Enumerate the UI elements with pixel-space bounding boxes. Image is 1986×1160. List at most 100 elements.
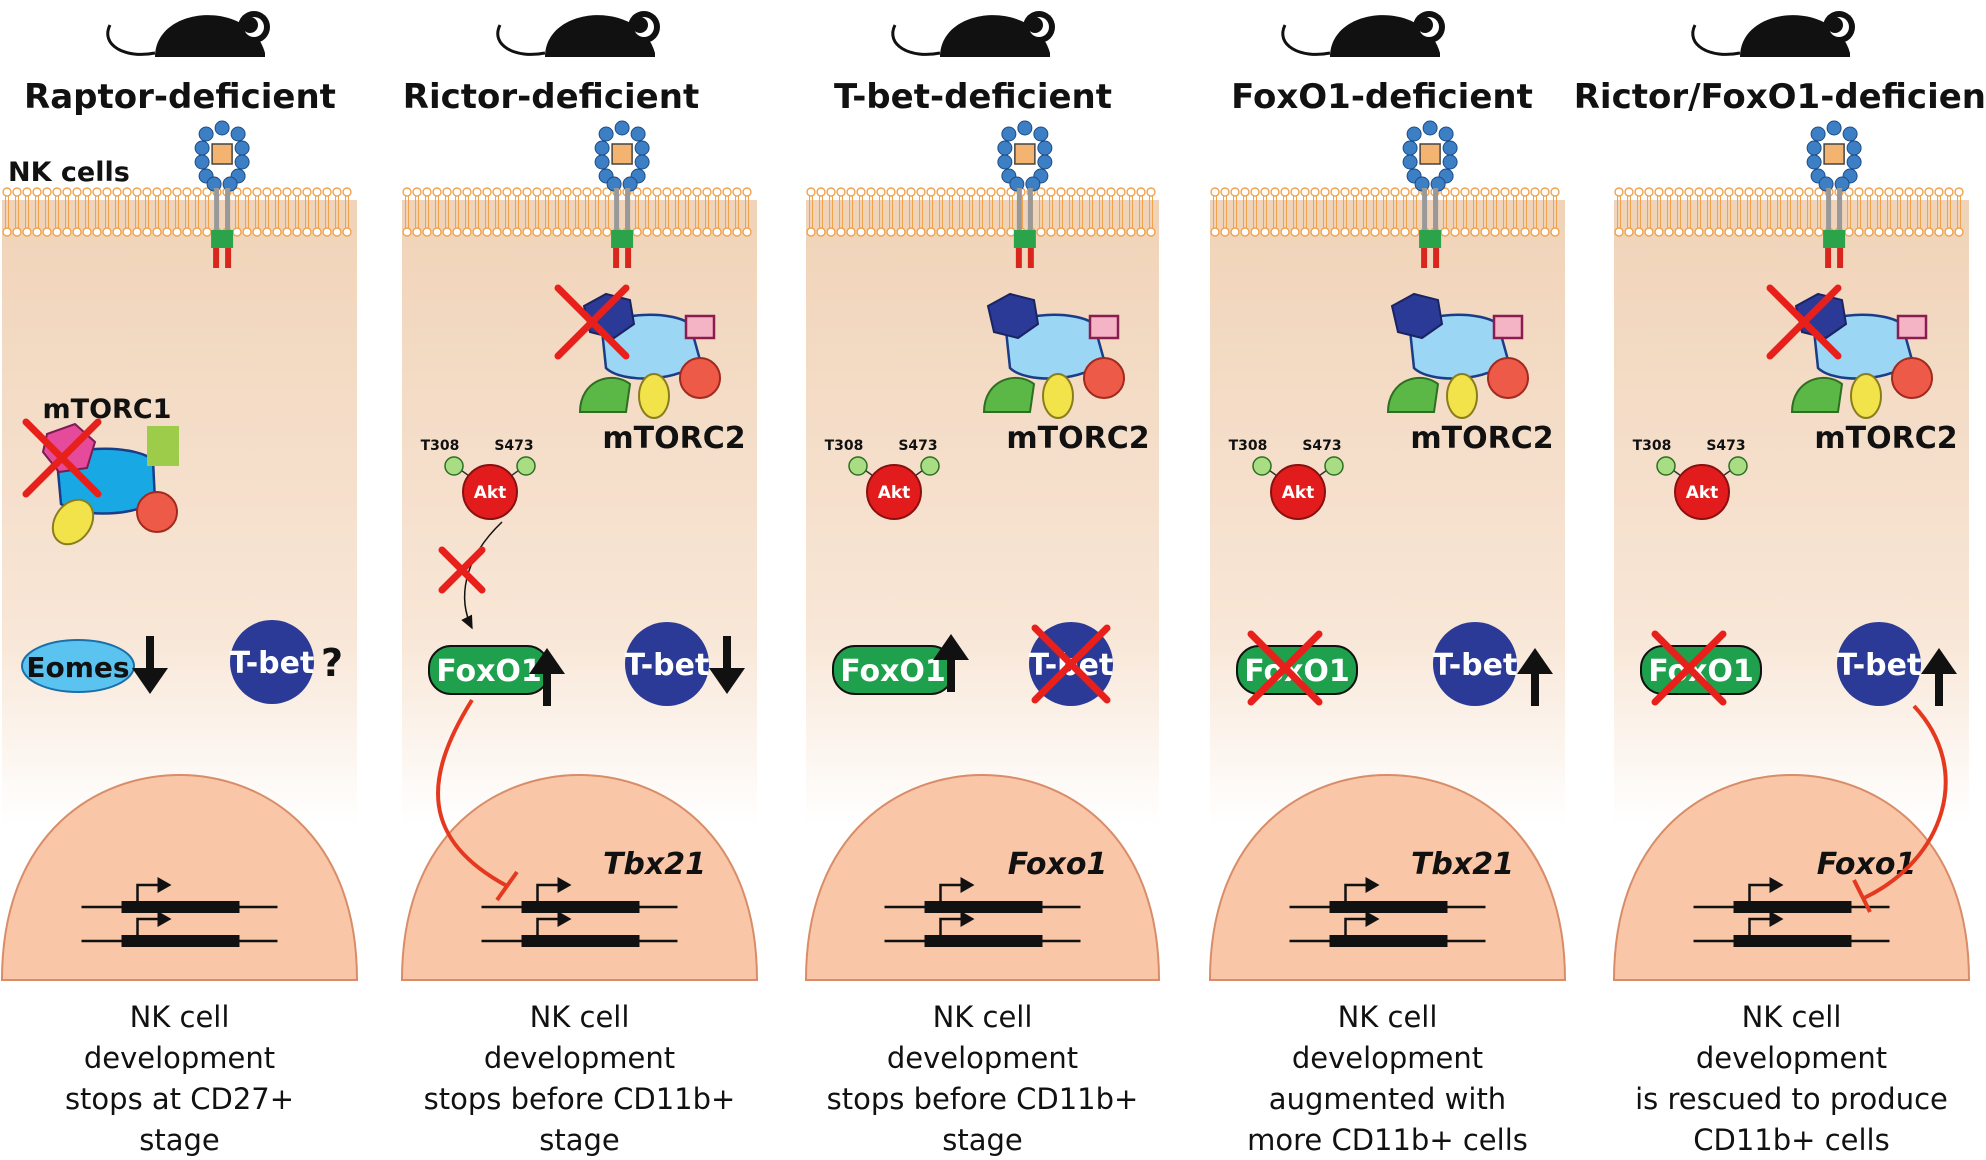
- cell-membrane: [402, 187, 752, 237]
- lipid-head: [1684, 187, 1694, 197]
- phospho-site: [1324, 456, 1344, 476]
- red-subunit: [136, 491, 178, 533]
- arrow-shaft: [723, 636, 731, 672]
- cross-stroke: [1651, 630, 1727, 706]
- lipid-head: [492, 227, 502, 237]
- lipid-head: [322, 227, 332, 237]
- nucleus: [400, 773, 759, 981]
- promoter-arrow: [557, 911, 572, 927]
- lipid-head: [1400, 187, 1410, 197]
- lipid-head: [886, 187, 896, 197]
- lipid-head: [1106, 227, 1116, 237]
- mouse-tail: [891, 24, 941, 56]
- lipid-head: [342, 187, 352, 197]
- mouse-tail: [106, 24, 156, 56]
- lipid-head: [1754, 227, 1764, 237]
- gene-body: [521, 901, 640, 913]
- lipid-head: [532, 227, 542, 237]
- promoter-arrow: [960, 877, 975, 893]
- s473-label: S473: [1302, 438, 1341, 454]
- lipid-head: [1136, 227, 1146, 237]
- glycan-dot: [1033, 126, 1049, 142]
- down-arrow-icon: [709, 636, 745, 694]
- cell-membrane: [1614, 187, 1964, 237]
- lipid-head: [956, 227, 966, 237]
- phospho-site: [1728, 456, 1748, 476]
- lipid-head: [1096, 187, 1106, 197]
- green-subunit: [1790, 376, 1844, 413]
- caption-line: stops before CD11b+: [827, 1082, 1139, 1116]
- glycan-dot: [1842, 126, 1858, 142]
- nucleus-shape: [1208, 773, 1567, 981]
- lipid-head: [1310, 187, 1320, 197]
- caption-line: development: [484, 1041, 675, 1075]
- lipid-head: [1634, 227, 1644, 237]
- glycan-dot: [1402, 154, 1418, 170]
- promoter-arrow: [157, 877, 172, 893]
- lipid-head: [552, 227, 562, 237]
- lipid-head: [1784, 227, 1794, 237]
- caption-line: stops before CD11b+: [424, 1082, 736, 1116]
- mouse-icon: [1691, 11, 1855, 57]
- lipid-head: [42, 187, 52, 197]
- lipid-head: [816, 187, 826, 197]
- lipid-head: [1794, 187, 1804, 197]
- caption-line: NK cell: [530, 1000, 630, 1034]
- lipid-head: [1520, 227, 1530, 237]
- glycan-dot: [634, 154, 650, 170]
- lipid-head: [242, 227, 252, 237]
- lipid-head: [1066, 187, 1076, 197]
- receptor-icon: [1402, 120, 1458, 268]
- protor-square: [1896, 314, 1928, 340]
- yellow-subunit: [1850, 373, 1882, 419]
- mouse-body: [1740, 15, 1850, 57]
- lipid-head: [976, 227, 986, 237]
- arrow-head: [933, 634, 969, 660]
- lipid-head: [1340, 187, 1350, 197]
- akt-circle: [1674, 464, 1730, 520]
- lipid-head: [702, 187, 712, 197]
- lipid-head: [1460, 227, 1470, 237]
- lipid-head: [986, 187, 996, 197]
- nucleus-shape: [804, 773, 1161, 981]
- lipid-head: [592, 227, 602, 237]
- promoter-line: [536, 883, 562, 903]
- transmembrane-green: [211, 230, 234, 248]
- tail-red: [1015, 248, 1022, 268]
- panel-title: T-bet-deficient: [834, 77, 1112, 117]
- lipid-head: [452, 227, 462, 237]
- lipid-head: [1036, 187, 1046, 197]
- akt-circle: [1270, 464, 1326, 520]
- cross-stroke: [1766, 284, 1842, 360]
- gene-body: [924, 901, 1043, 913]
- glycan-dot: [1001, 126, 1017, 142]
- glycan-dot: [1037, 140, 1053, 156]
- lipid-head: [172, 227, 182, 237]
- lipid-head: [1714, 227, 1724, 237]
- glycan-dot: [1017, 120, 1033, 136]
- glycan-dot: [198, 126, 214, 142]
- lipid-head: [1894, 227, 1904, 237]
- lipid-head: [1480, 187, 1490, 197]
- lipid-head: [1330, 227, 1340, 237]
- lipid-head: [92, 187, 102, 197]
- nk-cells-label: NK cells: [8, 157, 130, 188]
- lipid-head: [1674, 227, 1684, 237]
- lipid-head: [182, 227, 192, 237]
- glycan-dot: [1846, 154, 1862, 170]
- lipid-head: [132, 187, 142, 197]
- akt-label: Akt: [878, 483, 911, 503]
- akt-circle: [462, 464, 518, 520]
- lipid-head: [1056, 187, 1066, 197]
- lipid-head: [1380, 187, 1390, 197]
- lipid-head: [1884, 227, 1894, 237]
- lipid-head: [1814, 227, 1824, 237]
- lipid-head: [1260, 187, 1270, 197]
- lipid-head: [262, 187, 272, 197]
- t308-label: T308: [1633, 438, 1672, 454]
- glycan-dot: [614, 120, 630, 136]
- lipid-head: [492, 187, 502, 197]
- inhibition-bar: [1852, 879, 1872, 913]
- lipid-head: [1744, 187, 1754, 197]
